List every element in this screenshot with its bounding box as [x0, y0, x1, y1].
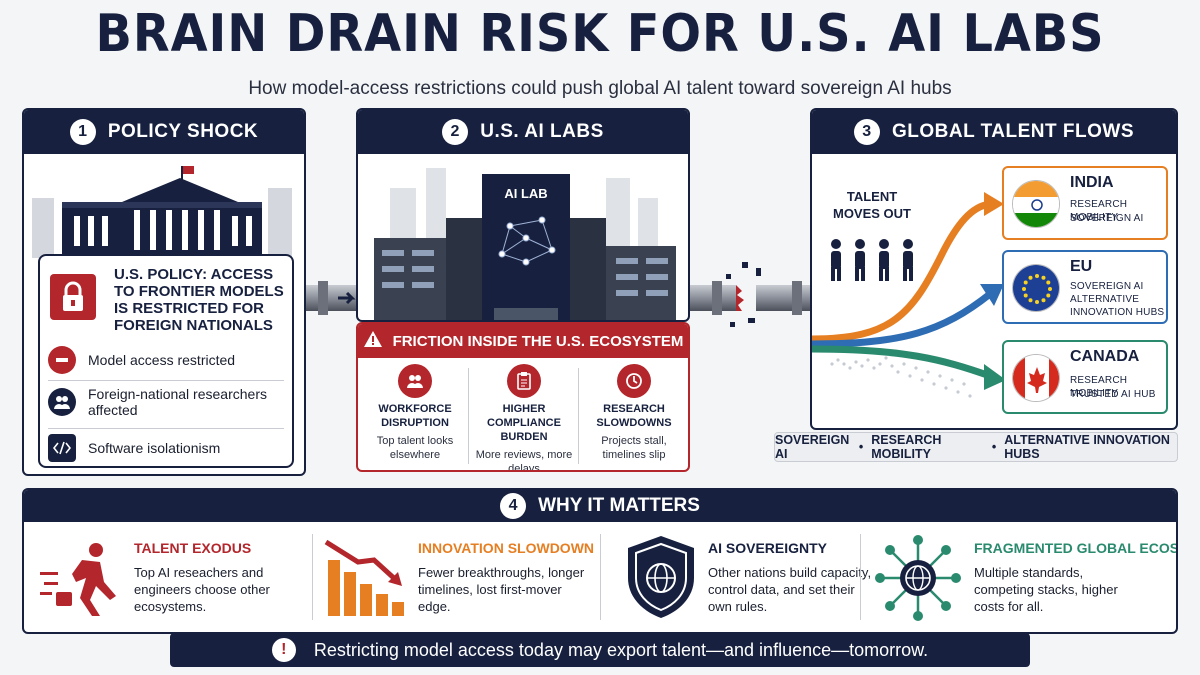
- talent-flow-arrows: [812, 192, 1006, 398]
- theme-tag: RESEARCH MOBILITY: [871, 433, 942, 461]
- country-line: RESEARCH MOBILITY: [1070, 199, 1128, 223]
- country-card-canada: CANADA RESEARCH MOBILITY TRUSTED AI HUB: [1002, 340, 1168, 414]
- policy-item-label: Model access restricted: [88, 352, 236, 368]
- policy-card: U.S. POLICY: ACCESS TO FRONTIER MODELS I…: [38, 254, 294, 468]
- capitol-building-icon: [32, 166, 292, 258]
- country-line: RESEARCH MOBILITY: [1070, 375, 1128, 399]
- alert-icon: !: [271, 638, 296, 662]
- country-name: CANADA: [1070, 348, 1140, 365]
- country-line: TRUSTED AI HUB: [1070, 389, 1156, 400]
- page-subtitle: How model-access restrictions could push…: [248, 78, 952, 99]
- country-line: SOVEREIGN AI: [1070, 281, 1144, 292]
- panel-header: 3 GLOBAL TALENT FLOWS: [812, 110, 1176, 154]
- lock-icon: [50, 274, 96, 320]
- step-number: 2: [442, 119, 469, 145]
- friction-item: HIGHER COMPLIANCE BURDEN More reviews, m…: [471, 364, 577, 472]
- talent-moves-out-label: TALENT MOVES OUT: [832, 189, 911, 221]
- country-line: ALTERNATIVE: [1070, 294, 1140, 305]
- panel-heading: U.S. AI LABS: [480, 121, 604, 142]
- declining-chart-icon: [324, 539, 404, 616]
- country-name: INDIA: [1070, 174, 1114, 191]
- impact-title: AI SOVEREIGNTY: [708, 540, 828, 556]
- policy-item-label: Software isolationism: [88, 440, 221, 456]
- step-number: 4: [500, 493, 527, 519]
- no-entry-icon: [48, 346, 76, 374]
- friction-item: RESEARCH SLOWDOWNS Projects stall, timel…: [581, 364, 687, 462]
- impact-desc: Other nations build capacity, control da…: [708, 565, 872, 614]
- code-icon: [48, 434, 76, 462]
- people-icon: [48, 388, 76, 416]
- people-icon: [398, 364, 432, 398]
- policy-item: Model access restricted: [48, 346, 284, 374]
- building-label: AI LAB: [504, 186, 547, 201]
- global-talent-flows-panel: 3 GLOBAL TALENT FLOWS TALENT MOVES OUT I…: [810, 108, 1178, 430]
- world-map-dots-icon: [830, 356, 972, 398]
- policy-item: Software isolationism: [48, 434, 284, 462]
- friction-item: WORKFORCE DISRUPTION Top talent looks el…: [362, 364, 468, 462]
- friction-heading: FRICTION INSIDE THE U.S. ECOSYSTEM: [392, 332, 684, 350]
- clock-icon: [617, 364, 651, 398]
- panel-heading: GLOBAL TALENT FLOWS: [891, 121, 1135, 142]
- policy-item-label: Foreign-national researchers affected: [88, 386, 267, 418]
- clipboard-icon: [507, 364, 541, 398]
- banner-text: Restricting model access today may expor…: [313, 639, 929, 660]
- step-number: 3: [853, 119, 880, 145]
- friction-desc: Top talent looks elsewhere: [376, 435, 454, 461]
- panel-header: 1 POLICY SHOCK: [24, 110, 304, 154]
- impact-title: TALENT EXODUS: [134, 540, 252, 556]
- tag-separator: •: [858, 440, 864, 454]
- country-card-eu: EU SOVEREIGN AI ALTERNATIVE INNOVATION H…: [1002, 250, 1168, 324]
- impact-item-fragmented-ecosystem: FRAGMENTED GLOBAL ECOSYSTEM Multiple sta…: [870, 530, 1176, 626]
- impact-title: FRAGMENTED GLOBAL ECOSYSTEM: [974, 540, 1178, 556]
- friction-box: FRICTION INSIDE THE U.S. ECOSYSTEM WORKF…: [356, 322, 690, 472]
- panel-header: 4 WHY IT MATTERS: [24, 490, 1176, 522]
- warning-icon: [363, 330, 383, 352]
- impact-item-ai-sovereignty: AI SOVEREIGNTY Other nations build capac…: [610, 530, 886, 626]
- impact-desc: Fewer breakthroughs, longer timelines, l…: [418, 565, 585, 614]
- friction-title: HIGHER COMPLIANCE BURDEN: [487, 403, 561, 443]
- step-number: 1: [69, 119, 96, 145]
- panel-header: 2 U.S. AI LABS: [358, 110, 688, 154]
- policy-statement: U.S. POLICY: ACCESS TO FRONTIER MODELS I…: [114, 266, 284, 334]
- people-walking-icon: [831, 239, 913, 281]
- friction-title: RESEARCH SLOWDOWNS: [596, 403, 672, 429]
- policy-item: Foreign-national researchers affected: [48, 386, 284, 418]
- india-flag-icon: [1012, 180, 1060, 228]
- theme-tag: SOVEREIGN AI: [775, 433, 850, 461]
- friction-title: WORKFORCE DISRUPTION: [378, 403, 452, 429]
- impact-desc: Top AI reseachers and engineers choose o…: [134, 565, 270, 614]
- policy-shock-panel: 1 POLICY SHOCK U.S. POLICY: ACCESS TO FR…: [22, 108, 306, 476]
- crack-debris-icon: [726, 262, 761, 327]
- us-ai-labs-panel: 2 U.S. AI LABS AI LAB: [356, 108, 690, 322]
- tag-separator: •: [991, 440, 997, 454]
- shield-globe-icon: [628, 536, 694, 618]
- friction-header: FRICTION INSIDE THE U.S. ECOSYSTEM: [358, 324, 688, 358]
- panel-heading: WHY IT MATTERS: [538, 495, 700, 516]
- canada-flag-icon: [1012, 354, 1060, 402]
- country-line: INNOVATION HUBS: [1070, 307, 1165, 318]
- country-line: SOVEREIGN AI: [1070, 213, 1144, 224]
- country-name: EU: [1070, 258, 1093, 275]
- bottom-banner: ! Restricting model access today may exp…: [170, 633, 1030, 667]
- friction-desc: Projects stall, timelines slip: [601, 435, 667, 461]
- friction-desc: More reviews, more delays: [475, 449, 573, 472]
- page-title: BRAIN DRAIN RISK FOR U.S. AI LABS: [95, 4, 1105, 64]
- why-it-matters-panel: 4 WHY IT MATTERS TALENT EXODUS Top AI re…: [22, 488, 1178, 634]
- theme-tag: ALTERNATIVE INNOVATION HUBS: [1004, 433, 1170, 461]
- country-card-india: INDIA RESEARCH MOBILITY SOVEREIGN AI: [1002, 166, 1168, 240]
- running-person-icon: [40, 543, 116, 616]
- network-globe-icon: [875, 535, 961, 621]
- impact-title: INNOVATION SLOWDOWN: [418, 540, 595, 556]
- impact-desc: Multiple standards, competing stacks, hi…: [974, 565, 1118, 614]
- ai-lab-building-icon: AI LAB: [374, 168, 676, 320]
- theme-tags-bar: SOVEREIGN AI • RESEARCH MOBILITY • ALTER…: [774, 432, 1178, 462]
- impact-item-talent-exodus: TALENT EXODUS Top AI reseachers and engi…: [36, 530, 306, 626]
- panel-heading: POLICY SHOCK: [107, 121, 259, 142]
- impact-item-innovation-slowdown: INNOVATION SLOWDOWN Fewer breakthroughs,…: [320, 530, 610, 626]
- eu-flag-icon: [1012, 264, 1060, 312]
